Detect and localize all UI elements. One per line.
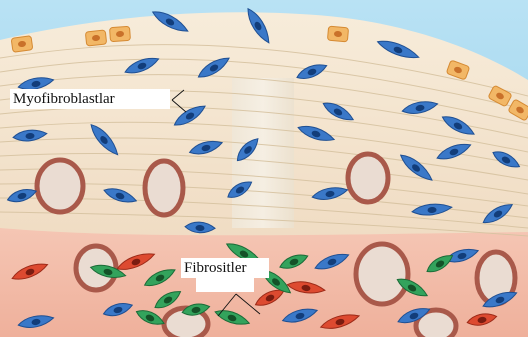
blood-vessel-icon (356, 244, 408, 304)
fibrocyte-label-bg-lower (196, 278, 254, 292)
blood-vessel-icon (348, 154, 388, 202)
surface-cell-icon (85, 30, 106, 46)
surface-cell-icon (11, 36, 33, 53)
blood-vessel-icon (37, 160, 83, 212)
surface-cell-icon (110, 26, 131, 41)
fibrocyte-label: Fibrositler (184, 261, 247, 276)
myofibroblast-label: Myofibroblastlar (13, 92, 115, 107)
surface-cell-icon (327, 26, 348, 42)
blood-vessel-icon (145, 161, 183, 215)
